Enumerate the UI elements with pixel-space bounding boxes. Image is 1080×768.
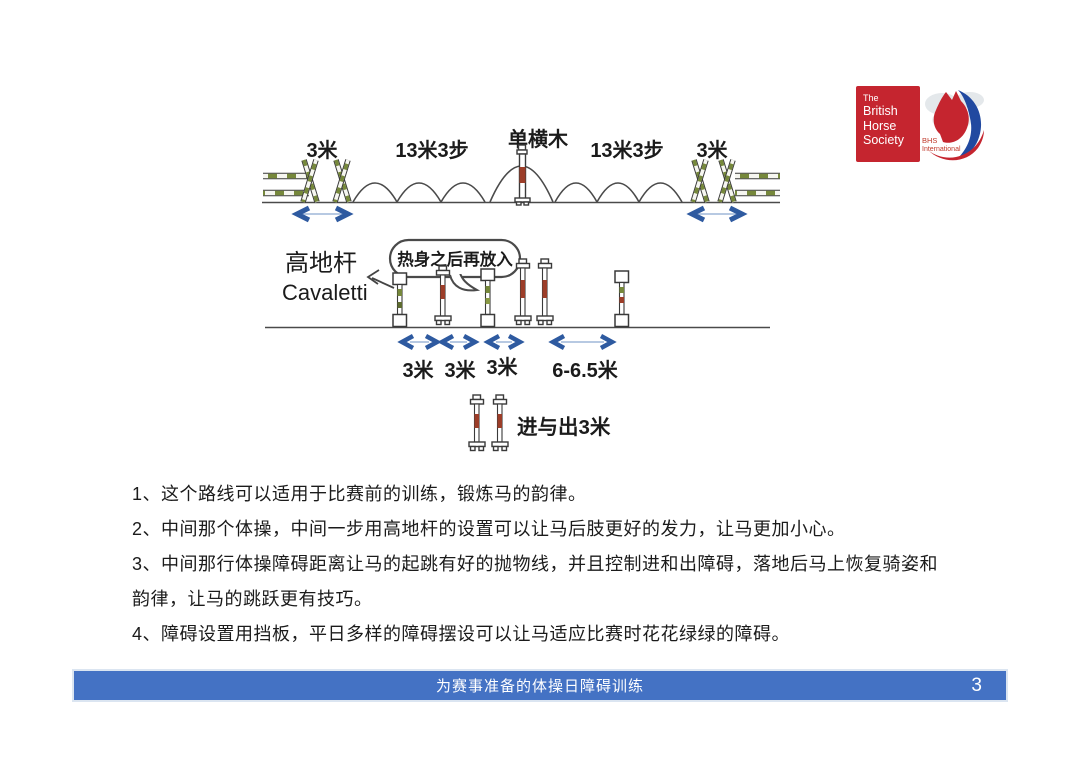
single-rail-label: 单横木	[508, 127, 569, 151]
cross-jump	[332, 159, 352, 203]
distance-label-left: 3米	[306, 139, 338, 162]
notes-list: 1、这个路线可以适用于比赛前的训练，锻炼马的韵律。 2、中间那个体操，中间一步用…	[132, 477, 940, 652]
distance-arrow	[437, 334, 480, 350]
cavaletti-pole	[392, 272, 408, 328]
bhs-logo: The British Horse Society BHS Internatio…	[856, 86, 996, 166]
cavaletti-pole	[491, 394, 509, 452]
footer-title: 为赛事准备的体操日障碍训练	[435, 678, 644, 695]
note-item-4: 4、障碍设置用挡板，平日多样的障碍摆设可以让马适应比赛时花花绿绿的障碍。	[132, 624, 791, 644]
distance-label: 3米	[402, 359, 434, 382]
distance-label: 6-6.5米	[552, 359, 619, 382]
gymnastic-line-diagram: 3米 13米3步 单横木 13米3步 3米	[262, 127, 780, 223]
distance-label: 3米	[486, 356, 518, 379]
logo-line: The	[863, 93, 879, 103]
page-number: 3	[971, 674, 982, 696]
cross-jump	[717, 159, 737, 203]
cavaletti-pole	[614, 270, 630, 328]
cavaletti-pole	[434, 265, 452, 326]
note-item-3: 3、中间那行体操障碍距离让马的起跳有好的抛物线，并且控制进和出障碍，落地后马上恢…	[132, 554, 939, 609]
horse-head-icon	[925, 90, 984, 161]
cavaletti-title-cn: 高地杆	[285, 250, 357, 277]
callout-bubble: 热身之后再放入	[388, 238, 522, 292]
pointer-arrow	[366, 269, 395, 289]
stride-arcs	[352, 165, 683, 203]
ground-poles-right	[735, 172, 780, 197]
footer-bar: 为赛事准备的体操日障碍训练 3	[72, 669, 1008, 702]
distance-arrow	[686, 205, 748, 223]
note-item-2: 2、中间那个体操，中间一步用高地杆的设置可以让马后肢更好的发力，让马更加小心。	[132, 519, 846, 539]
distance-arrow	[483, 334, 525, 350]
cavaletti-title-en: Cavaletti	[282, 280, 368, 305]
logo-line: Society	[863, 133, 904, 147]
distance-arrow	[397, 334, 442, 350]
cross-jump	[690, 159, 710, 203]
distance-arrow	[548, 334, 617, 350]
logo-line: British	[863, 104, 898, 118]
cavaletti-pole	[468, 394, 486, 452]
bhs-horse-emblem: BHS International	[922, 86, 994, 166]
note-item-1: 1、这个路线可以适用于比赛前的训练，锻炼马的韵律。	[132, 484, 587, 504]
ground-poles-left	[263, 172, 309, 197]
logo-line: Horse	[863, 118, 897, 133]
single-rail-stand	[514, 144, 531, 206]
cavaletti-pole	[480, 268, 496, 328]
bhs-international-label: BHS International	[922, 136, 961, 153]
in-and-out-diagram: 进与出3米	[468, 394, 611, 452]
cavaletti-diagram: 高地杆 Cavaletti 热身之后再放入	[265, 238, 770, 382]
callout-text: 热身之后再放入	[397, 249, 513, 269]
distance-label-right: 3米	[696, 139, 728, 162]
cavaletti-pole	[514, 258, 532, 326]
strides-label-left: 13米3步	[395, 139, 468, 162]
bhs-logo-wordmark: The British Horse Society	[856, 86, 920, 162]
strides-label-right: 13米3步	[590, 139, 663, 162]
distance-arrow	[291, 205, 354, 223]
cross-jump	[300, 159, 320, 203]
distance-label: 3米	[444, 359, 476, 382]
cavaletti-pole	[536, 258, 554, 326]
in-out-label: 进与出3米	[517, 415, 611, 439]
